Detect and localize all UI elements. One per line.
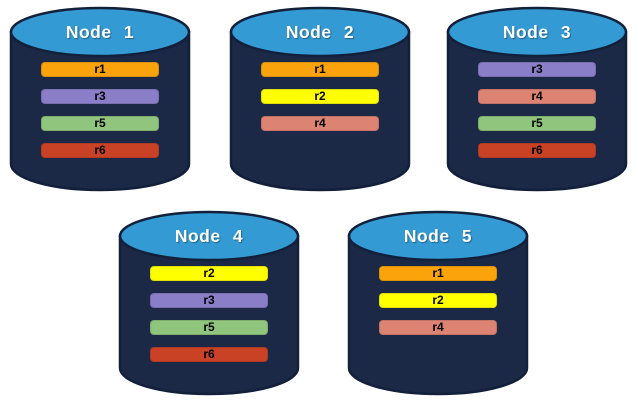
replica-bar-r4: r4	[379, 320, 497, 335]
replica-bar-r3: r3	[150, 293, 268, 308]
replica-bar-r2: r2	[150, 266, 268, 281]
replica-bar-r5: r5	[150, 320, 268, 335]
replica-bar-r1: r1	[379, 266, 497, 281]
node-3: Node 3 r3 r4 r5 r6	[446, 6, 628, 192]
replica-bar-r1: r1	[261, 62, 379, 77]
replica-list: r2 r3 r5 r6	[118, 266, 300, 374]
replica-bar-r6: r6	[41, 143, 159, 158]
replica-bar-r2: r2	[261, 89, 379, 104]
replica-list: r1 r2 r4	[229, 62, 411, 143]
replica-bar-r6: r6	[150, 347, 268, 362]
replica-bar-r4: r4	[478, 89, 596, 104]
node-label: Node 4	[174, 226, 244, 246]
node-5: Node 5 r1 r2 r4	[347, 210, 529, 396]
replica-bar-r5: r5	[478, 116, 596, 131]
replica-list: r1 r3 r5 r6	[9, 62, 191, 170]
node-2: Node 2 r1 r2 r4	[229, 6, 411, 192]
node-label: Node 2	[285, 22, 355, 42]
replica-bar-r3: r3	[478, 62, 596, 77]
node-label: Node 3	[502, 22, 572, 42]
replica-bar-r5: r5	[41, 116, 159, 131]
node-label: Node 1	[65, 22, 135, 42]
replica-list: r3 r4 r5 r6	[446, 62, 628, 170]
replica-list: r1 r2 r4	[347, 266, 529, 347]
replica-bar-r1: r1	[41, 62, 159, 77]
replica-bar-r3: r3	[41, 89, 159, 104]
replica-bar-r6: r6	[478, 143, 596, 158]
replica-bar-r2: r2	[379, 293, 497, 308]
node-1: Node 1 r1 r3 r5 r6	[9, 6, 191, 192]
node-label: Node 5	[403, 226, 473, 246]
node-4: Node 4 r2 r3 r5 r6	[118, 210, 300, 396]
replica-bar-r4: r4	[261, 116, 379, 131]
